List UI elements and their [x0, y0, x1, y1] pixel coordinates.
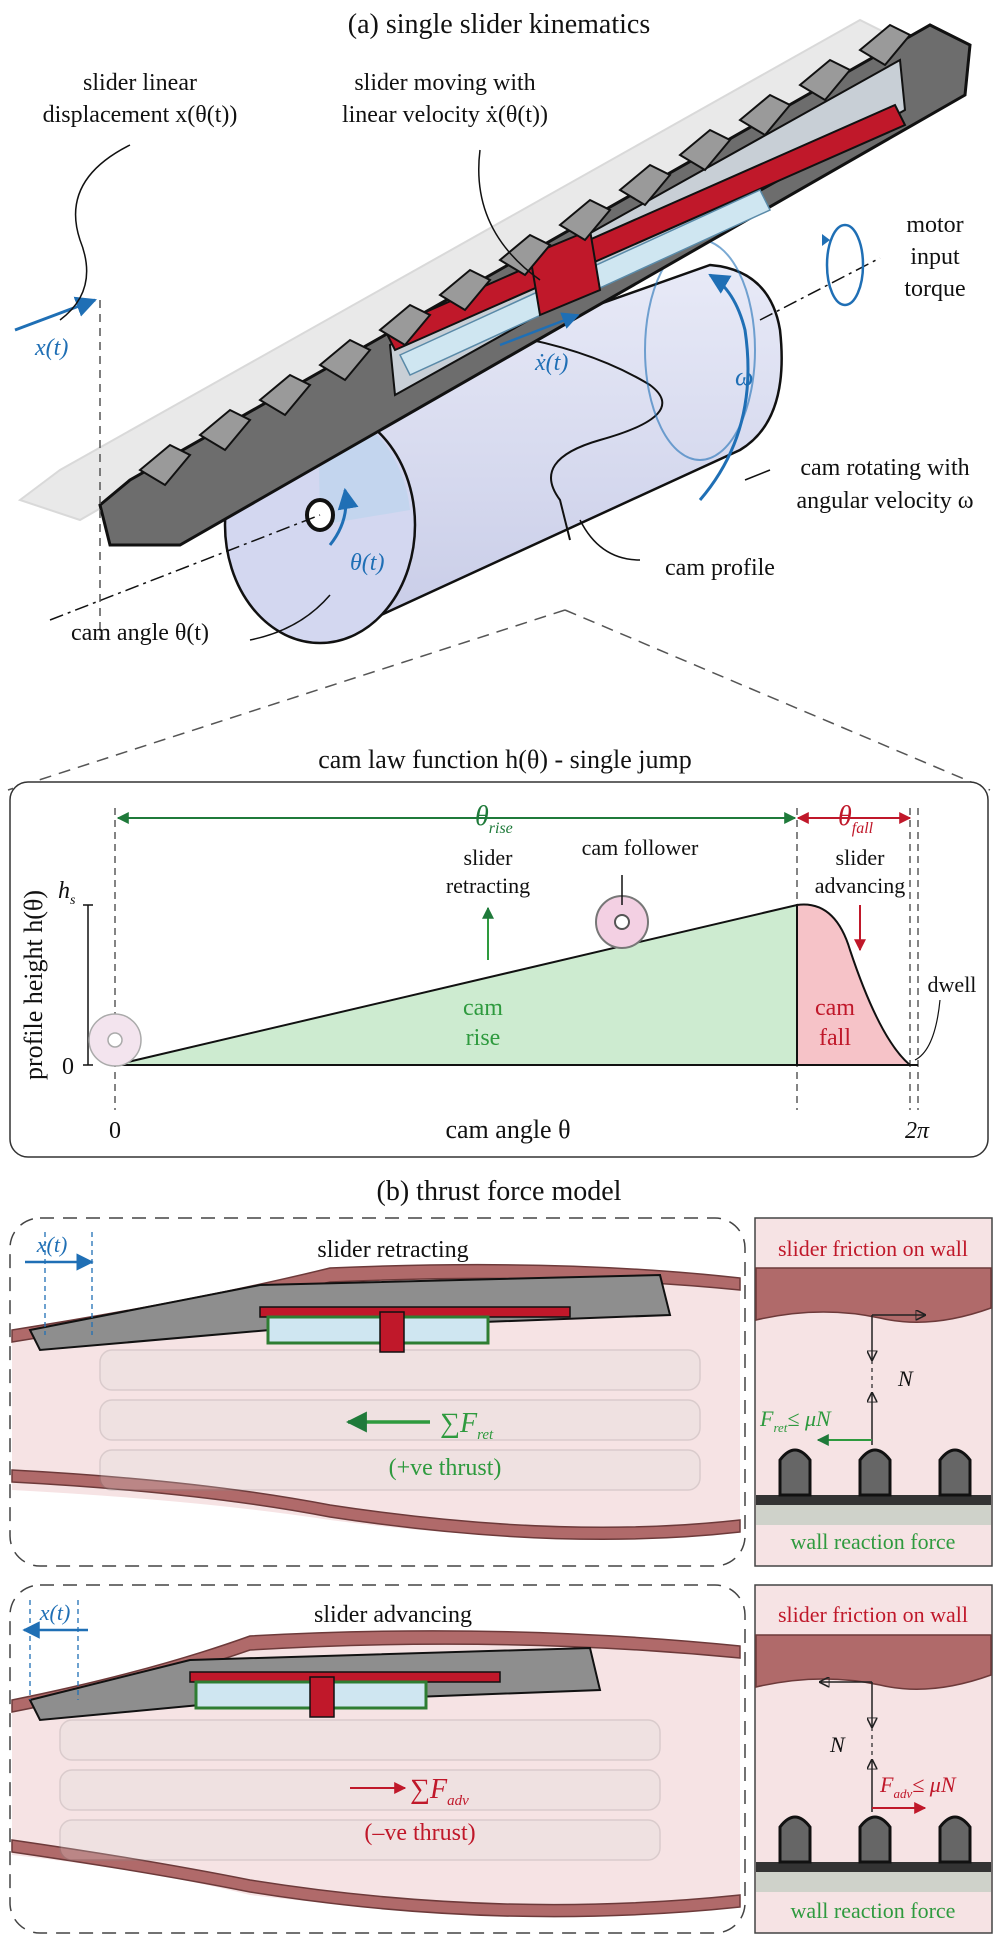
- retracting-force: ∑Fret: [440, 1408, 494, 1443]
- cam-fall-region: [796, 903, 913, 1066]
- advancing-label: slider advancing: [314, 1602, 472, 1628]
- label-cam-angle: cam angle θ(t): [71, 620, 209, 646]
- section-a-title: (a) single slider kinematics: [348, 9, 650, 40]
- label-motor-1: motor: [906, 212, 963, 238]
- cam-axis-line: [49, 514, 321, 621]
- label-x-t: x(t): [34, 335, 68, 361]
- advancing-x-t: x(t): [39, 1600, 71, 1625]
- slider-advancing-1: slider: [836, 845, 886, 870]
- label-theta-t: θ(t): [350, 550, 384, 576]
- theta-arrow: [328, 487, 359, 546]
- advancing-normal: N: [829, 1732, 846, 1757]
- theta-rise-label: θrise: [475, 801, 513, 837]
- cam-follower-label: cam follower: [582, 835, 699, 860]
- slider-advancing-2: advancing: [815, 873, 905, 898]
- slider-retracting-1: slider: [464, 845, 514, 870]
- cam-rise-2: rise: [466, 1025, 501, 1051]
- retracting-fbd: [754, 1217, 993, 1567]
- retracting-label: slider retracting: [317, 1237, 468, 1263]
- label-slider-moving-1: slider moving with: [354, 70, 535, 96]
- x-end-label: 2π: [905, 1118, 930, 1144]
- theta-fall-label: θfall: [838, 801, 874, 837]
- retracting-reaction-label: wall reaction force: [791, 1529, 956, 1554]
- omega-arrow: [698, 273, 750, 501]
- hs-label: hs: [58, 878, 76, 908]
- x-zero-label: 0: [109, 1118, 121, 1144]
- advancing-force: ∑Fadv: [410, 1774, 469, 1809]
- advancing-panel: [9, 1584, 746, 1934]
- label-cam-profile: cam profile: [665, 555, 775, 581]
- cam-fall-1: cam: [815, 995, 855, 1021]
- retracting-friction-label: slider friction on wall: [778, 1236, 968, 1261]
- x-t-arrow: [14, 296, 97, 332]
- retracting-panel: [9, 1217, 746, 1567]
- leader-cam-rotating: [744, 469, 771, 481]
- leader-cam-profile: [579, 519, 641, 561]
- label-motor-2: input: [910, 244, 960, 270]
- dwell-leader: [914, 999, 941, 1061]
- label-slider-linear-1: slider linear: [83, 70, 197, 96]
- label-motor-3: torque: [904, 276, 965, 302]
- zoom-line-right: [564, 609, 991, 791]
- label-slider-linear-2: displacement x(θ(t)): [43, 102, 238, 128]
- label-cam-rotating-1: cam rotating with: [800, 455, 969, 481]
- advancing-friction-label: slider friction on wall: [778, 1602, 968, 1627]
- slider-retracting-2: retracting: [446, 873, 530, 898]
- slider-rack: [98, 23, 972, 547]
- retracting-normal: N: [897, 1366, 914, 1391]
- advancing-friction-eq: Fadv≤ μN: [879, 1772, 957, 1801]
- dwell-label: dwell: [928, 972, 977, 997]
- cam-fall-2: fall: [819, 1025, 851, 1051]
- leader-slider-moving: [478, 149, 541, 281]
- advancing-thrust: (–ve thrust): [364, 1820, 475, 1846]
- motor-torque-icon: [825, 223, 865, 307]
- y-axis-label: profile height h(θ): [19, 890, 48, 1080]
- motor-axis-line: [759, 257, 881, 321]
- cam-law-title: cam law function h(θ) - single jump: [318, 745, 691, 774]
- zoom-line-left: [7, 609, 566, 791]
- advancing-reaction-label: wall reaction force: [791, 1898, 956, 1923]
- retracting-x-t: x(t): [36, 1232, 68, 1257]
- leader-slider-linear: [59, 144, 131, 321]
- retracting-thrust: (+ve thrust): [389, 1455, 502, 1481]
- retracting-friction-eq: Fret≤ μN: [759, 1406, 832, 1435]
- y-zero-label: 0: [62, 1054, 74, 1080]
- label-cam-rotating-2: angular velocity ω: [796, 488, 973, 514]
- leader-cam-angle: [249, 594, 331, 641]
- cam-rise-1: cam: [463, 995, 503, 1021]
- x-axis-label: cam angle θ: [445, 1115, 570, 1144]
- label-slider-moving-2: linear velocity ẋ(θ(t)): [342, 102, 548, 128]
- section-b-title: (b) thrust force model: [377, 1176, 622, 1207]
- advancing-fbd: [754, 1584, 993, 1934]
- xdot-arrow: [499, 312, 580, 347]
- label-xdot-t: ẋ(t): [534, 350, 568, 376]
- label-omega: ω: [735, 362, 753, 391]
